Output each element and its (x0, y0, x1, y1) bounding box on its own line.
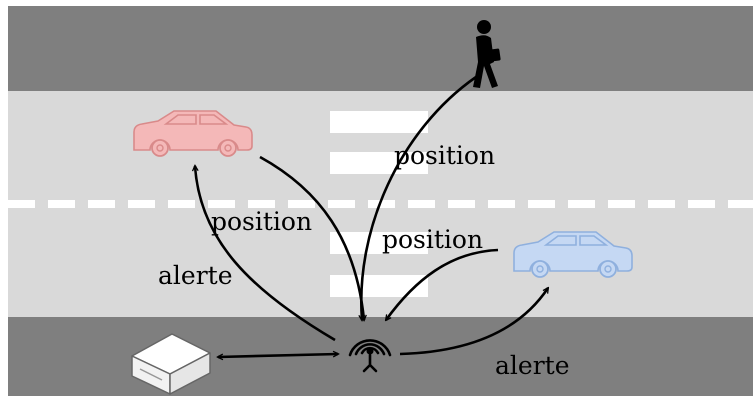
top-sidewalk (8, 6, 753, 91)
bottom-sidewalk (8, 317, 753, 396)
red-car-icon (133, 110, 253, 157)
blue-car-icon (513, 231, 633, 278)
pedestrian-icon (473, 20, 501, 88)
label-position-pedestrian: position (394, 141, 495, 170)
crosswalk-stripe (330, 275, 428, 297)
antenna-icon (348, 339, 392, 373)
label-alerte-blue-car: alerte (495, 351, 570, 380)
arrow-red-car-to-antenna (259, 155, 364, 320)
arrow-antenna-to-blue-car (399, 288, 548, 356)
label-position-red-car: position (211, 207, 312, 236)
crosswalk-stripe (330, 232, 428, 254)
arrow-blue-car-to-antenna (386, 248, 499, 320)
crosswalk (330, 111, 428, 297)
arrows (195, 75, 548, 357)
arrow-antenna-server (218, 354, 338, 357)
crosswalk-stripe (330, 111, 428, 133)
arrow-antenna-to-red-car (195, 166, 336, 342)
label-position-blue-car: position (382, 225, 483, 254)
label-alerte-red-car: alerte (158, 261, 233, 290)
server-box-icon (131, 333, 211, 395)
arrow-pedestrian-to-antenna (361, 75, 477, 320)
